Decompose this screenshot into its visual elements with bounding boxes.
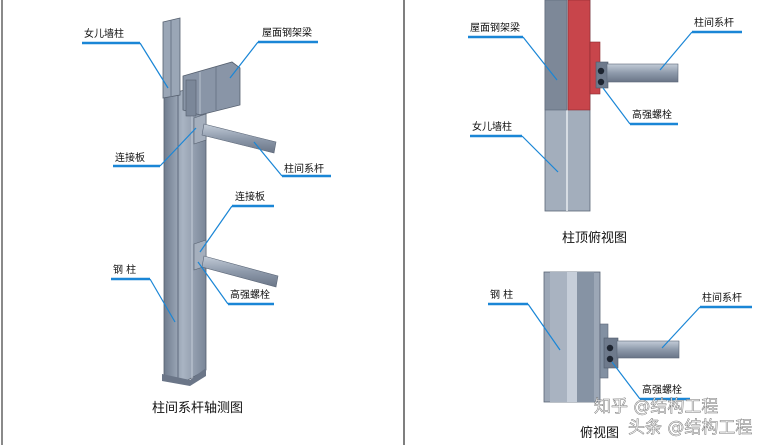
plan-view-drawing (543, 271, 680, 403)
tie-rod-plan (616, 340, 680, 359)
column-top-plan-drawing (544, 0, 679, 212)
label-steel-column: 钢 柱 (113, 263, 136, 276)
label-tie-rod: 柱间系杆 (284, 162, 324, 175)
label-bolt-top: 高强螺栓 (632, 108, 672, 121)
watermark-toutiao: 头条 @结构工程 (628, 418, 752, 438)
watermark-zhihu: 知乎 @结构工程 (594, 397, 718, 417)
label-connection-plate-upper: 连接板 (115, 151, 145, 164)
label-roof-beam-top: 屋面钢架梁 (470, 21, 520, 34)
label-parapet-column: 女儿墙柱 (84, 27, 124, 40)
caption-column-top-plan: 柱顶俯视图 (562, 230, 627, 246)
label-high-strength-bolt: 高强螺栓 (230, 288, 270, 301)
label-bolt-plan: 高强螺栓 (642, 383, 682, 396)
label-tie-rod-plan: 柱间系杆 (702, 291, 742, 304)
label-steel-column-plan: 钢 柱 (490, 288, 513, 301)
caption-axonometric: 柱间系杆轴测图 (152, 401, 243, 416)
left-view-leaders (82, 40, 331, 323)
caption-plan-view: 俯视图 (580, 425, 619, 441)
upper-tie-rod-shape (201, 123, 277, 154)
roof-beam-plan (567, 0, 591, 111)
bottom-right-leaders (488, 302, 752, 401)
tie-rod-top-plan (606, 63, 679, 83)
roof-beam-shape (182, 61, 241, 116)
label-roof-beam: 屋面钢架梁 (262, 26, 312, 39)
bolt-plan (606, 344, 614, 352)
lower-tie-rod-shape (201, 255, 279, 288)
label-parapet-column-top: 女儿墙柱 (472, 120, 512, 133)
bolt-top-plan (597, 67, 605, 75)
label-connection-plate-lower: 连接板 (235, 190, 265, 203)
top-right-leaders (468, 30, 742, 173)
label-tie-rod-top: 柱间系杆 (694, 16, 734, 29)
